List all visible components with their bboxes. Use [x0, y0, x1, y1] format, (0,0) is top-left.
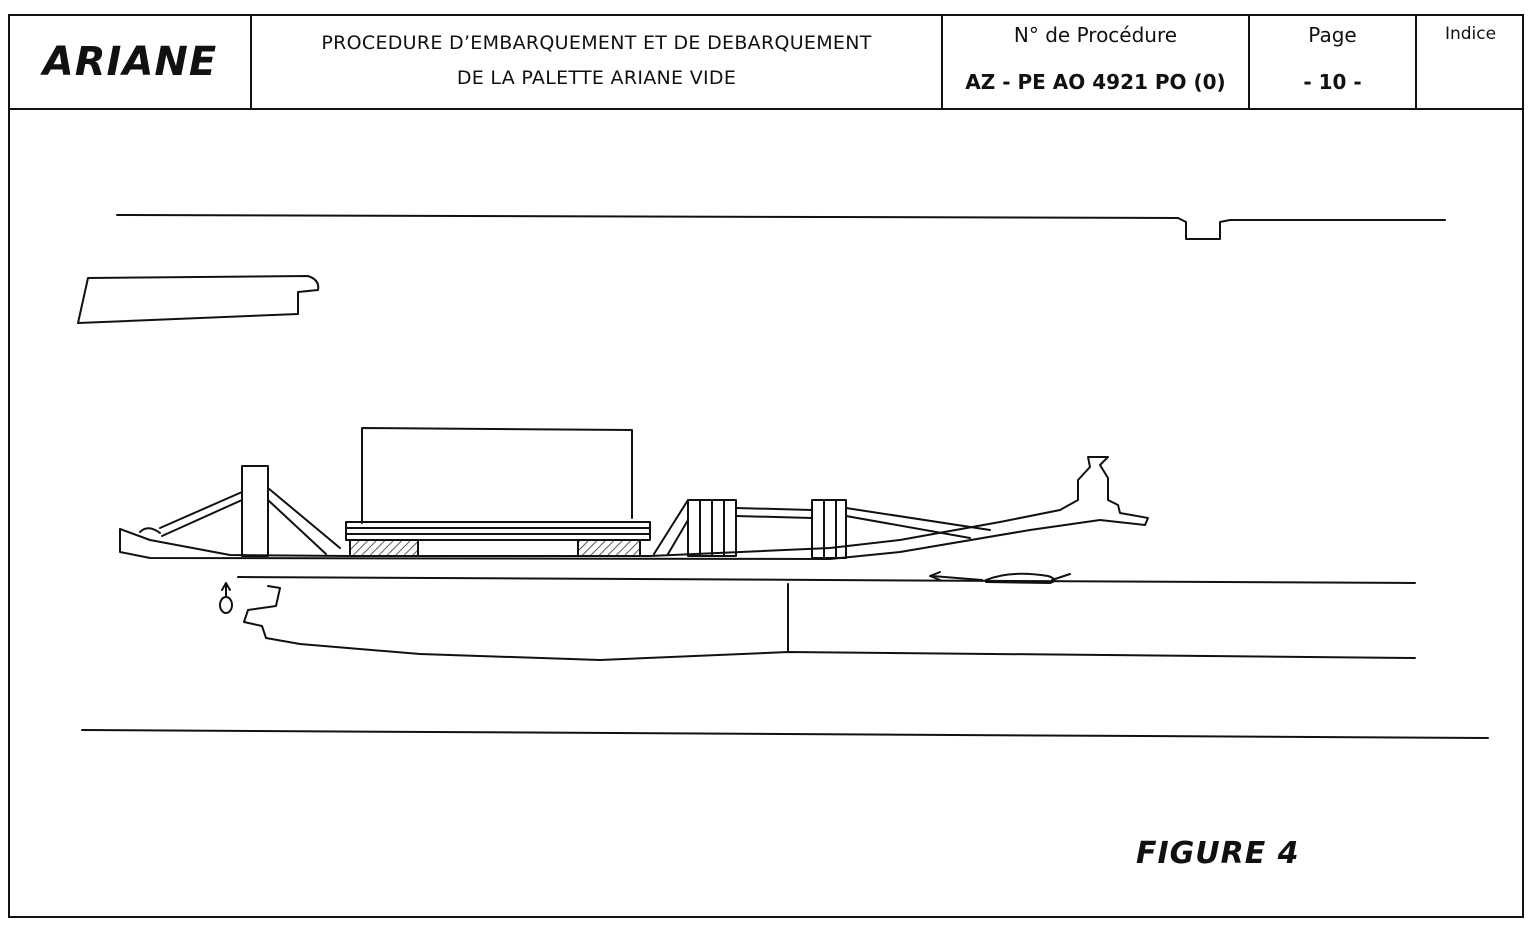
- container-box: [361, 427, 633, 524]
- lifting-hook-marker: [219, 582, 233, 614]
- document-header: ARIANE PROCEDURE D’EMBARQUEMENT ET DE DE…: [10, 16, 1522, 110]
- lower-deck-body: [237, 576, 1416, 661]
- page-cell: Page - 10 -: [1250, 16, 1417, 108]
- page-label: Page: [1308, 23, 1357, 47]
- document-title-line-2: DE LA PALETTE ARIANE VIDE: [456, 67, 737, 89]
- indice-label: Indice: [1444, 24, 1497, 44]
- procedure-cell: N° de Procédure AZ - PE AO 4921 PO (0): [943, 16, 1250, 108]
- diagonal-struts: [159, 487, 991, 555]
- bottom-ground-line: [81, 729, 1489, 739]
- vertical-post-left: [241, 465, 269, 557]
- procedure-number-label: N° de Procédure: [1013, 23, 1178, 47]
- upper-rail-line: [116, 214, 1446, 240]
- ariane-logo: ARIANE: [42, 39, 218, 85]
- movement-arrow: [929, 571, 1071, 584]
- indice-cell: Indice: [1417, 16, 1524, 108]
- procedure-number-value: AZ - PE AO 4921 PO (0): [965, 70, 1226, 94]
- title-cell: PROCEDURE D’EMBARQUEMENT ET DE DEBARQUEM…: [252, 16, 943, 108]
- logo-cell: ARIANE: [10, 16, 252, 108]
- platform-slats: [345, 521, 651, 557]
- figure-label: FIGURE 4: [1136, 836, 1300, 871]
- upper-left-profile: [77, 275, 320, 324]
- document-title-line-1: PROCEDURE D’EMBARQUEMENT ET DE DEBARQUEM…: [321, 32, 872, 54]
- vertical-post-right: [811, 499, 847, 559]
- document-sheet: ARIANE PROCEDURE D’EMBARQUEMENT ET DE DE…: [8, 14, 1524, 918]
- page-number-value: - 10 -: [1303, 70, 1362, 94]
- vertical-post-middle: [687, 499, 737, 557]
- pallet-hull: [119, 456, 1149, 560]
